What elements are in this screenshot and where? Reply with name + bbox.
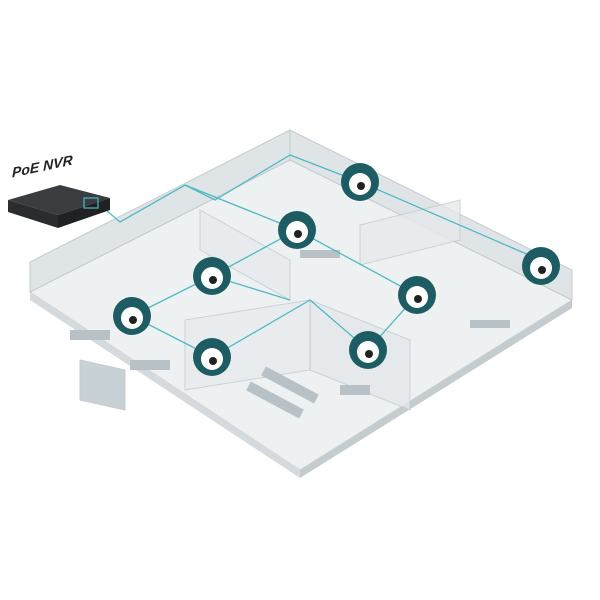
- cameras: [113, 163, 560, 376]
- camera-icon: [193, 338, 231, 376]
- camera-icon: [522, 247, 560, 285]
- camera-icon: [193, 257, 231, 295]
- camera-icon: [113, 297, 151, 335]
- camera-icon: [278, 211, 316, 249]
- camera-icon: [398, 276, 436, 314]
- camera-icon: [341, 163, 379, 201]
- furniture: [70, 250, 510, 419]
- camera-icon: [349, 331, 387, 369]
- nvr-device: [8, 185, 110, 228]
